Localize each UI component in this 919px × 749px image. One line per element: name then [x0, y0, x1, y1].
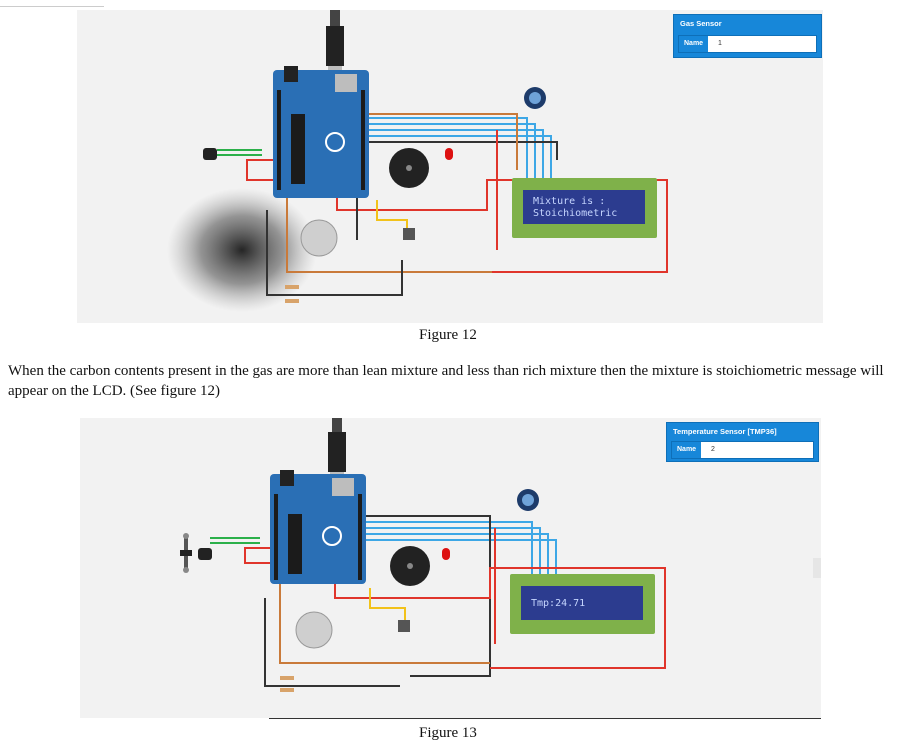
push-button	[403, 228, 415, 240]
figure-13-bottom-rule	[269, 718, 821, 719]
figure-13-circuit-image: Tmp:24.71	[80, 418, 821, 718]
temperature-sensor-part	[198, 548, 212, 560]
usb-plug	[328, 432, 346, 472]
usb-plug	[326, 26, 344, 66]
name-label: Name	[672, 442, 702, 458]
gas-smoke-cloud	[167, 188, 317, 312]
name-input[interactable]: 2	[708, 442, 813, 458]
body-paragraph: When the carbon contents present in the …	[8, 363, 884, 399]
temperature-sensor-part	[203, 148, 217, 160]
temperature-slider-control[interactable]	[180, 533, 192, 573]
top-rule	[0, 6, 104, 7]
circuit-diagram-13: Tmp:24.71	[180, 418, 821, 692]
lcd-line-2: Stoichiometric	[533, 208, 617, 219]
name-row: Name 2	[671, 441, 814, 459]
name-label: Name	[679, 36, 709, 52]
figure-12-circuit-image: Mixture is : Stoichiometric	[77, 10, 823, 323]
circuit-diagram-12: Mixture is : Stoichiometric	[167, 10, 668, 312]
panel-title: Gas Sensor	[680, 19, 722, 28]
lcd-line-1: Tmp:24.71	[531, 598, 585, 609]
lcd-screen	[523, 190, 645, 224]
figure-13-caption: Figure 13	[419, 725, 477, 741]
figure-12-caption: Figure 12	[419, 327, 477, 343]
panel-title: Temperature Sensor [TMP36]	[673, 427, 777, 436]
lcd-screen	[521, 586, 643, 620]
led	[442, 548, 450, 560]
lcd-line-1: Mixture is :	[533, 196, 605, 207]
gas-sensor-properties-panel: Gas Sensor Name 1	[673, 14, 822, 58]
name-input[interactable]: 1	[715, 36, 816, 52]
temperature-sensor-properties-panel: Temperature Sensor [TMP36] Name 2	[666, 422, 819, 462]
gas-sensor-part	[300, 219, 338, 257]
name-row: Name 1	[678, 35, 817, 53]
gas-sensor-part	[295, 611, 333, 649]
push-button	[398, 620, 410, 632]
led	[445, 148, 453, 160]
